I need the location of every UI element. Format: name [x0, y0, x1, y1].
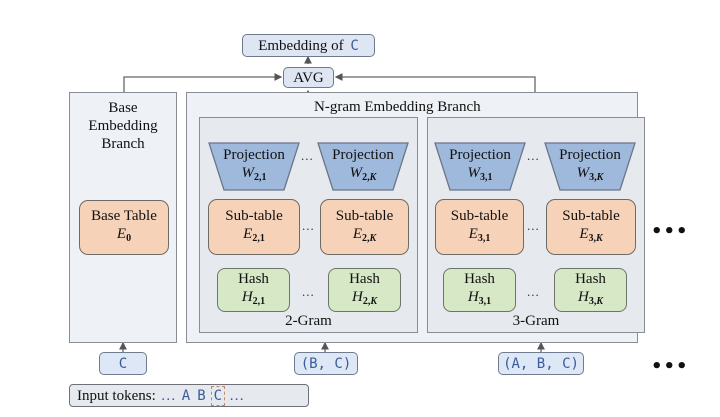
hash-label: Hash: [349, 270, 380, 287]
base-branch-title-line: Branch: [101, 136, 145, 152]
subtable-symbol: E3,K: [579, 225, 603, 244]
embedding-output-box: Embedding of C: [242, 34, 375, 57]
hash-symbol: H2,K: [351, 288, 377, 307]
projection-box: Projection W2,1: [208, 142, 300, 191]
input-token: A: [181, 387, 191, 404]
subtable-box: Sub-table E2,K: [320, 199, 409, 255]
hash-symbol: H3,K: [577, 288, 603, 307]
subtable-symbol: E2,1: [243, 225, 265, 244]
two-gram-label: 2-Gram: [285, 313, 332, 329]
subtable-label: Sub-table: [225, 207, 283, 224]
subtable-label: Sub-table: [450, 207, 509, 224]
bigram-input-token-box: (B, C): [294, 352, 358, 375]
projection-trapezoid-shape: [544, 142, 636, 191]
hash-box: Hash H3,K: [554, 268, 627, 312]
three-gram-label: 3-Gram: [512, 313, 560, 329]
hash-ellipsis: ...: [302, 284, 315, 299]
hash-box: Hash H2,K: [328, 268, 401, 312]
hash-label: Hash: [238, 270, 269, 287]
subtable-symbol: E2,K: [352, 225, 377, 244]
embedding-output-label: Embedding of: [258, 37, 344, 54]
trigram-input-token-box: (A, B, C): [498, 352, 584, 375]
projection-trapezoid-shape: [434, 142, 526, 191]
base-input-token: C: [118, 355, 128, 372]
hash-box: Hash H3,1: [443, 268, 516, 312]
projection-ellipsis: ...: [527, 148, 540, 163]
hash-symbol: H3,1: [467, 288, 492, 307]
projection-symbol: W3,K: [576, 165, 604, 183]
hash-label: Hash: [464, 270, 495, 287]
subtable-box: Sub-table E3,1: [435, 199, 524, 255]
trigram-input-token: (A, B, C): [503, 355, 579, 372]
subtable-ellipsis: ...: [302, 218, 315, 233]
base-input-token-box: C: [99, 352, 147, 375]
projection-box: Projection W3,K: [544, 142, 636, 191]
more-inputs-ellipsis: •••: [651, 356, 689, 377]
base-branch-title-line: Base: [108, 100, 138, 116]
projection-label: Projection: [449, 147, 511, 163]
projection-symbol: W2,1: [241, 165, 267, 183]
hash-symbol: H2,1: [241, 288, 266, 307]
subtable-ellipsis: ...: [527, 218, 540, 233]
projection-label: Projection: [332, 147, 394, 163]
bigram-input-token: (B, C): [300, 355, 352, 372]
subtable-label: Sub-table: [562, 207, 620, 224]
embedding-output-token: C: [350, 37, 359, 54]
projection-label: Projection: [223, 147, 285, 163]
projection-label: Projection: [559, 147, 621, 163]
avg-label: AVG: [293, 69, 324, 86]
ngram-branch-title: N-gram Embedding Branch: [314, 99, 481, 115]
hash-box: Hash H2,1: [217, 268, 290, 312]
base-table-label: Base Table: [91, 208, 157, 224]
input-tokens-label: Input tokens:: [77, 387, 156, 404]
projection-symbol: W2,K: [349, 165, 377, 183]
subtable-box: Sub-table E2,1: [208, 199, 300, 255]
hash-label: Hash: [575, 270, 606, 287]
input-tokens-lead-ellipsis: …: [160, 387, 176, 404]
projection-box: Projection W2,K: [317, 142, 409, 191]
input-tokens-bar: Input tokens: … A B C …: [69, 384, 309, 407]
input-token: B: [197, 387, 206, 404]
avg-box: AVG: [283, 67, 334, 88]
subtable-symbol: E3,1: [468, 225, 491, 244]
more-ngrams-ellipsis: •••: [651, 221, 689, 242]
hash-ellipsis: ...: [527, 284, 540, 299]
input-tokens-trail-ellipsis: …: [229, 387, 245, 404]
projection-ellipsis: ...: [301, 148, 314, 163]
base-branch-title-line: Embedding: [88, 118, 158, 134]
projection-symbol: W3,1: [467, 165, 493, 183]
subtable-label: Sub-table: [335, 207, 394, 224]
subtable-box: Sub-table E3,K: [546, 199, 636, 255]
projection-trapezoid-shape: [208, 142, 300, 191]
input-token-current-highlighted: C: [210, 385, 226, 406]
projection-trapezoid-shape: [317, 142, 409, 191]
base-table-symbol: E0: [116, 226, 132, 244]
projection-box: Projection W3,1: [434, 142, 526, 191]
base-table-box: Base Table E0: [79, 200, 169, 255]
